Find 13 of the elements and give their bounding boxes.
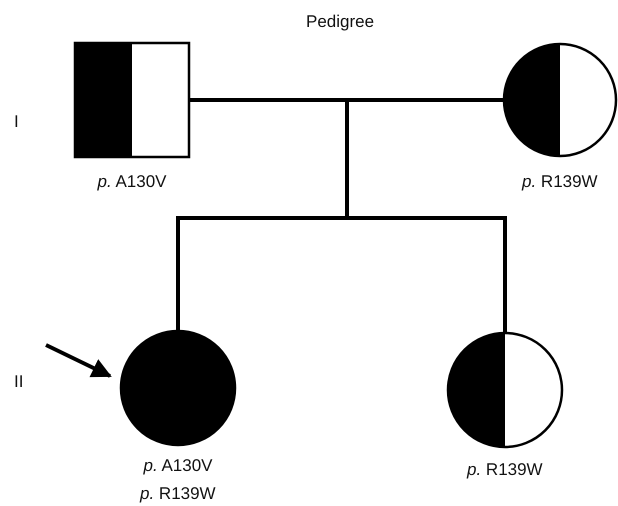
affected-female-symbol (119, 329, 237, 447)
variant-label: p. R139W (467, 460, 543, 480)
proband-arrow (45, 343, 112, 378)
variant-label: p. A130V (144, 456, 213, 476)
variant-label: p. R139W (522, 172, 598, 192)
carrier-female-symbol (446, 331, 564, 449)
carrier-male-symbol (73, 41, 191, 159)
generation-label: I (14, 112, 19, 132)
diagram-title: Pedigree (306, 12, 374, 32)
variant-label: p. A130V (98, 172, 167, 192)
generation-label: II (14, 372, 24, 392)
variant-label: p. R139W (140, 484, 216, 504)
carrier-female-symbol (502, 42, 618, 158)
